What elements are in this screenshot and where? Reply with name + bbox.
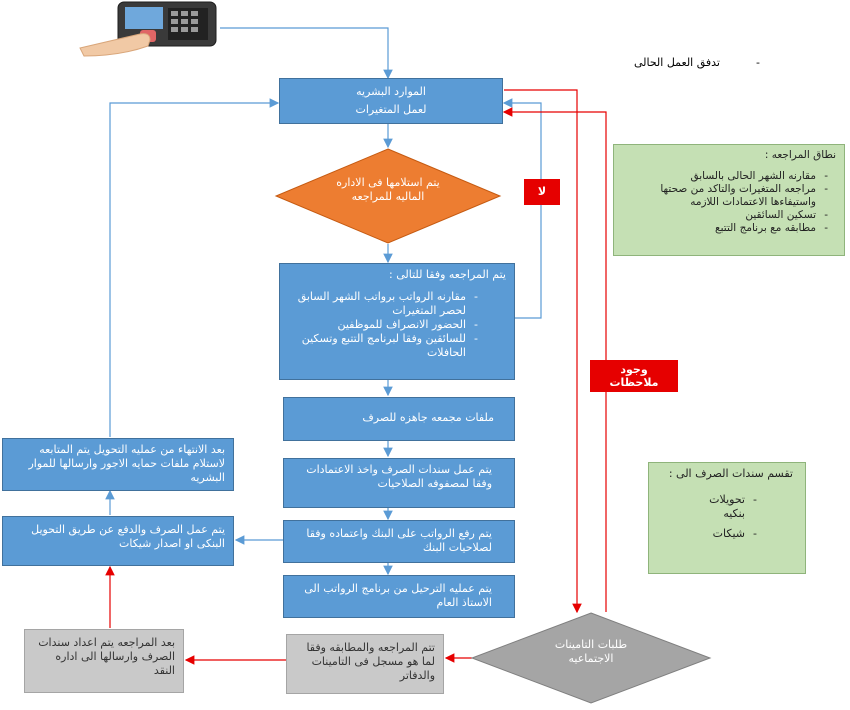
payment-box: يتم عمل الصرف والدفع عن طريق التحويل الب… bbox=[2, 516, 234, 566]
title-text: تدفق العمل الحالى bbox=[633, 56, 720, 69]
split-item: تحويلات بنكيه bbox=[690, 493, 757, 521]
gosi-diamond bbox=[470, 612, 712, 704]
scope-item: مراجعه المتغيرات والتاكد من صحتها واستيف… bbox=[622, 183, 828, 209]
files-ready-text: ملفات مجمعه جاهزه للصرف bbox=[362, 411, 494, 424]
issue-vouchers-box: يتم عمل سندات الصرف واخذ الاعتمادات وفقا… bbox=[283, 458, 515, 508]
payment-text: يتم عمل الصرف والدفع عن طريق التحويل الب… bbox=[31, 523, 225, 550]
remarks-label: وجود ملاحظات bbox=[590, 360, 678, 392]
scope-item: مقارنه الشهر الحالى بالسابق bbox=[622, 170, 828, 183]
review-item: للسائقين وفقا لبرنامج التتبع وتسكين الحا… bbox=[288, 332, 478, 360]
fingerprint-scanner-icon bbox=[79, 1, 217, 57]
cash-vouchers-box: بعد المراجعه يتم اعداد سندات الصرف وارسا… bbox=[24, 629, 184, 693]
hr-line1: الموارد البشريه bbox=[356, 85, 426, 98]
after-transfer-box: بعد الانتهاء من عمليه التحويل يتم المتاب… bbox=[2, 438, 234, 491]
split-heading: تقسم سندات الصرف الى : bbox=[668, 467, 793, 480]
arrow-remarks-to-hr bbox=[502, 107, 607, 612]
scope-heading: نطاق المراجعه : bbox=[764, 149, 836, 161]
cash-vouchers-text: بعد المراجعه يتم اعداد سندات الصرف وارسا… bbox=[38, 636, 175, 677]
arrow-scanner-to-hr bbox=[220, 27, 393, 80]
upload-bank-text: يتم رفع الرواتب على البنك واعتماده وفقا … bbox=[306, 527, 492, 554]
scope-box: نطاق المراجعه : مقارنه الشهر الحالى بالس… bbox=[613, 144, 845, 256]
scope-item: تسكين السائقين bbox=[622, 209, 828, 222]
files-ready-box: ملفات مجمعه جاهزه للصرف bbox=[283, 397, 515, 441]
review-heading: يتم المراجعه وفقا للتالى : bbox=[389, 268, 506, 281]
page-title: - تدفق العمل الحالى bbox=[610, 56, 760, 69]
split-item: شيكات bbox=[657, 527, 757, 541]
split-box: تقسم سندات الصرف الى : تحويلات بنكيه شيك… bbox=[648, 462, 806, 574]
scope-list: مقارنه الشهر الحالى بالسابق مراجعه المتغ… bbox=[622, 170, 836, 235]
after-transfer-text: بعد الانتهاء من عمليه التحويل يتم المتاب… bbox=[28, 443, 226, 484]
scope-item: مطابقه مع برنامج التتبع bbox=[622, 222, 828, 235]
finance-decision-diamond bbox=[274, 148, 502, 244]
arrow-hr-to-gosi bbox=[504, 89, 582, 614]
arrow-after-to-hr bbox=[109, 98, 280, 437]
review-item: مقارنه الرواتب برواتب الشهر السابق لحصر … bbox=[288, 290, 478, 318]
gosi-diamond-text: طلبات التامينات الاجتماعيه bbox=[554, 638, 628, 665]
hr-box: الموارد البشريه لعمل المتغيرات bbox=[279, 78, 503, 124]
review-list: مقارنه الرواتب برواتب الشهر السابق لحصر … bbox=[288, 290, 506, 360]
upload-bank-box: يتم رفع الرواتب على البنك واعتماده وفقا … bbox=[283, 520, 515, 563]
posting-box: يتم عمليه الترحيل من برنامج الرواتب الى … bbox=[283, 575, 515, 618]
finance-decision-text: يتم استلامها فى الاداره الماليه للمراجعه bbox=[336, 176, 440, 203]
issue-vouchers-text: يتم عمل سندات الصرف واخذ الاعتمادات وفقا… bbox=[306, 463, 492, 490]
review-box: يتم المراجعه وفقا للتالى : مقارنه الروات… bbox=[279, 263, 515, 380]
gosi-review-text: تتم المراجعه والمطابقه وفقا لما هو مسجل … bbox=[306, 641, 435, 682]
review-item: الحضور الانصراف للموظفين bbox=[288, 318, 478, 332]
split-list: تحويلات بنكيه شيكات bbox=[657, 493, 797, 541]
posting-text: يتم عمليه الترحيل من برنامج الرواتب الى … bbox=[304, 582, 492, 609]
hr-line2: لعمل المتغيرات bbox=[355, 103, 427, 116]
title-dash: - bbox=[756, 56, 760, 69]
no-label: لا bbox=[524, 179, 560, 205]
gosi-review-box: تتم المراجعه والمطابقه وفقا لما هو مسجل … bbox=[286, 634, 444, 694]
arrow-no-loop bbox=[502, 98, 542, 319]
